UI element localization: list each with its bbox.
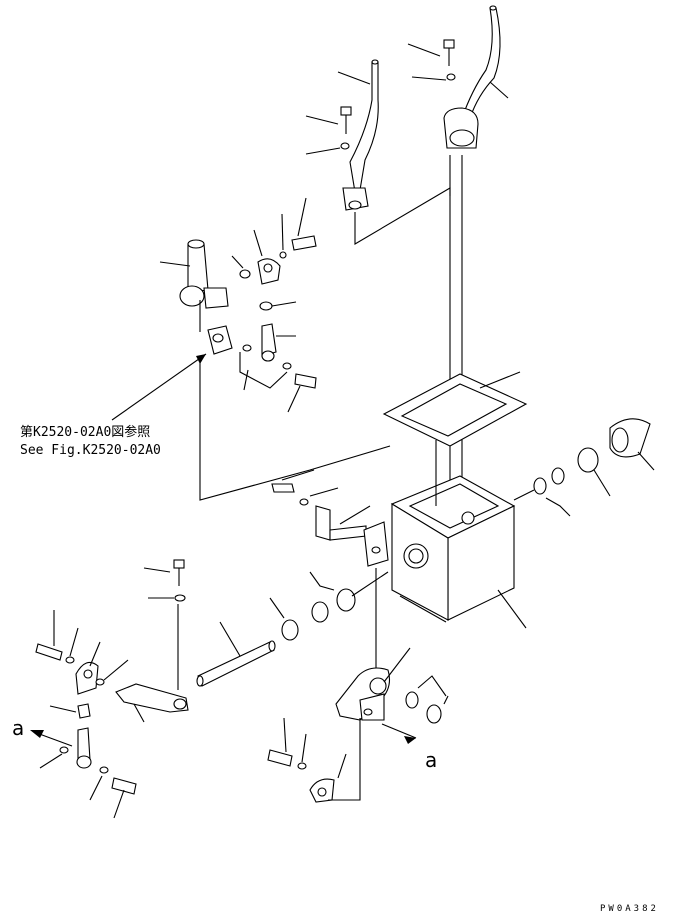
control-box — [382, 371, 528, 629]
reference-text-jp: 第K2520-02A0図参照 — [20, 425, 151, 440]
reference-arrow — [111, 353, 207, 421]
left-upper-cluster — [159, 197, 317, 501]
upper-left-lever — [337, 59, 379, 211]
upper-bolts — [305, 39, 456, 155]
drawing-code: PW0A382 — [600, 904, 659, 914]
leader-box-link — [309, 445, 391, 471]
long-shaft — [196, 621, 276, 687]
left-lower-cluster — [30, 559, 189, 819]
right-bearings — [513, 418, 655, 517]
reference-text-en: See Fig.K2520-02A0 — [20, 443, 161, 458]
mid-bracket — [271, 469, 389, 700]
right-lower-cluster — [267, 647, 449, 803]
leader-lever-link — [354, 187, 451, 245]
center-bearings — [269, 571, 389, 641]
arrow-label-left: a — [12, 716, 25, 740]
arrow-label-right: a — [425, 748, 438, 772]
